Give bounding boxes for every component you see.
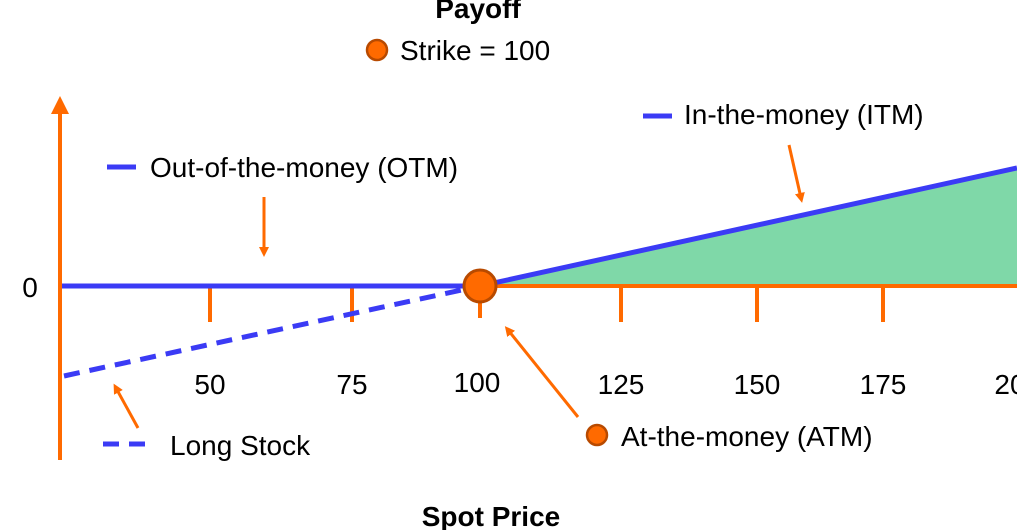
strike-marker [462, 268, 498, 304]
x-tick-label: 100 [454, 367, 501, 398]
x-tick-label: 50 [194, 369, 225, 400]
otm-label: Out-of-the-money (OTM) [150, 152, 458, 183]
long-stock-line [63, 283, 481, 379]
x-tick-label: 75 [336, 369, 367, 400]
x-tick-label: 150 [734, 369, 781, 400]
itm-arrow [787, 144, 805, 203]
y-axis-arrow-icon [51, 96, 69, 114]
zero-label: 0 [22, 272, 38, 303]
strike-legend-marker [365, 38, 389, 62]
long-stock-label: Long Stock [170, 430, 311, 461]
x-axis-ticks [208, 286, 885, 322]
atm-label: At-the-money (ATM) [621, 421, 873, 452]
x-tick-label: 125 [598, 369, 645, 400]
payoff-series [62, 165, 1017, 379]
atm-legend-marker [585, 423, 609, 447]
strike-legend-label: Strike = 100 [400, 35, 550, 66]
x-axis-tick-labels: 50 75 100 125 150 175 20 [194, 367, 1017, 400]
chart-title: Payoff [435, 0, 521, 24]
itm-label: In-the-money (ITM) [684, 99, 924, 130]
x-tick-label: 175 [860, 369, 907, 400]
itm-payoff-line [479, 165, 1017, 289]
x-axis-label: Spot Price [422, 501, 560, 530]
x-tick-label: 20 [994, 369, 1017, 400]
long-stock-arrow [113, 383, 140, 429]
atm-arrow [504, 326, 580, 418]
